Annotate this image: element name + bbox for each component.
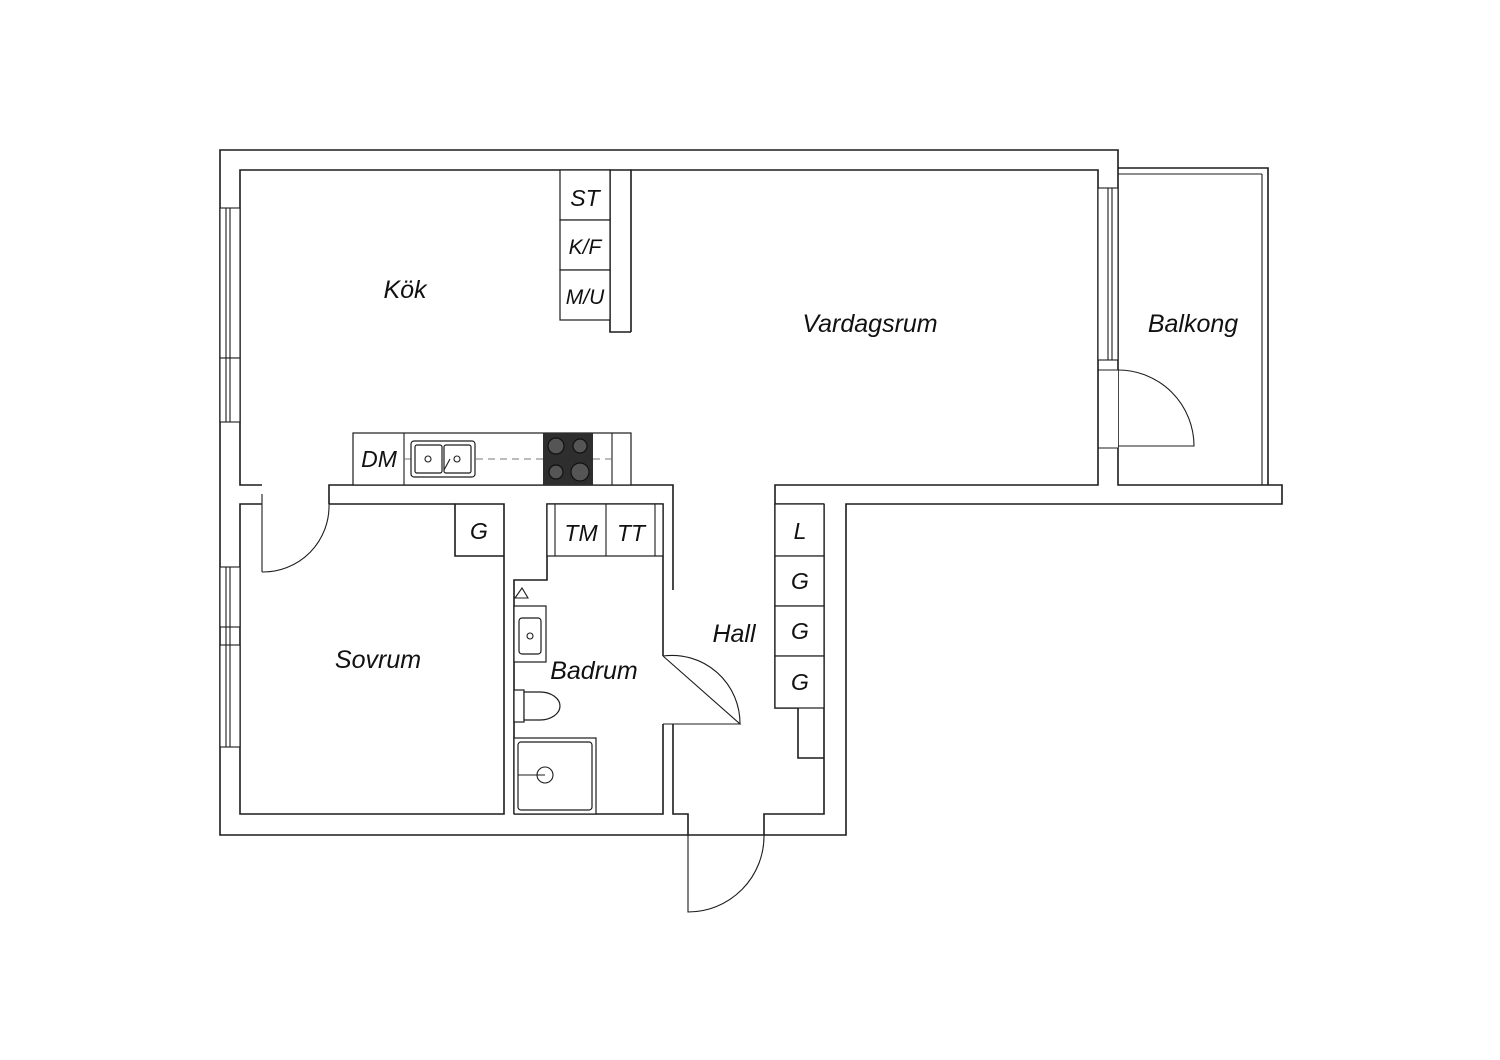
- windows: [219, 187, 1119, 748]
- dryer-label: TT: [617, 520, 647, 546]
- kitchen-tall-units: ST K/F M/U: [559, 169, 611, 321]
- wardrobe-label-hall-2: G: [791, 618, 809, 644]
- washbasin-icon: [513, 586, 547, 663]
- doors: [261, 369, 1195, 913]
- outer-walls: [219, 149, 1283, 836]
- kitchen-counter: DM: [352, 432, 632, 486]
- double-sink-icon: [410, 440, 476, 478]
- shower-icon: [513, 737, 597, 815]
- room-labels: Kök Vardagsrum Balkong Sovrum Badrum Hal…: [335, 276, 1238, 685]
- linen-closet-label: L: [794, 518, 807, 544]
- dishwasher-label: DM: [361, 446, 398, 472]
- fridge-label-kf: K/F: [569, 236, 603, 259]
- room-label-vardagsrum: Vardagsrum: [802, 310, 937, 338]
- room-label-sovrum: Sovrum: [335, 646, 421, 674]
- bedroom-wardrobe: G: [470, 518, 488, 544]
- wardrobe-label-hall-1: G: [791, 568, 809, 594]
- wardrobe-label-hall-3: G: [791, 669, 809, 695]
- hall-wardrobes: L G G G: [774, 503, 825, 709]
- wardrobe-label-sovrum: G: [470, 518, 488, 544]
- room-label-badrum: Badrum: [550, 657, 638, 685]
- toilet-icon: [513, 689, 561, 723]
- room-label-balkong: Balkong: [1148, 310, 1238, 338]
- room-label-kok: Kök: [383, 276, 428, 304]
- oven-label-mu: M/U: [566, 286, 605, 309]
- fridge-label-st: ST: [570, 185, 601, 211]
- cooktop-icon: [543, 433, 593, 485]
- room-label-hall: Hall: [712, 620, 757, 648]
- washing-machine-label: TM: [564, 520, 598, 546]
- bathroom-fixtures: TM TT: [513, 503, 664, 815]
